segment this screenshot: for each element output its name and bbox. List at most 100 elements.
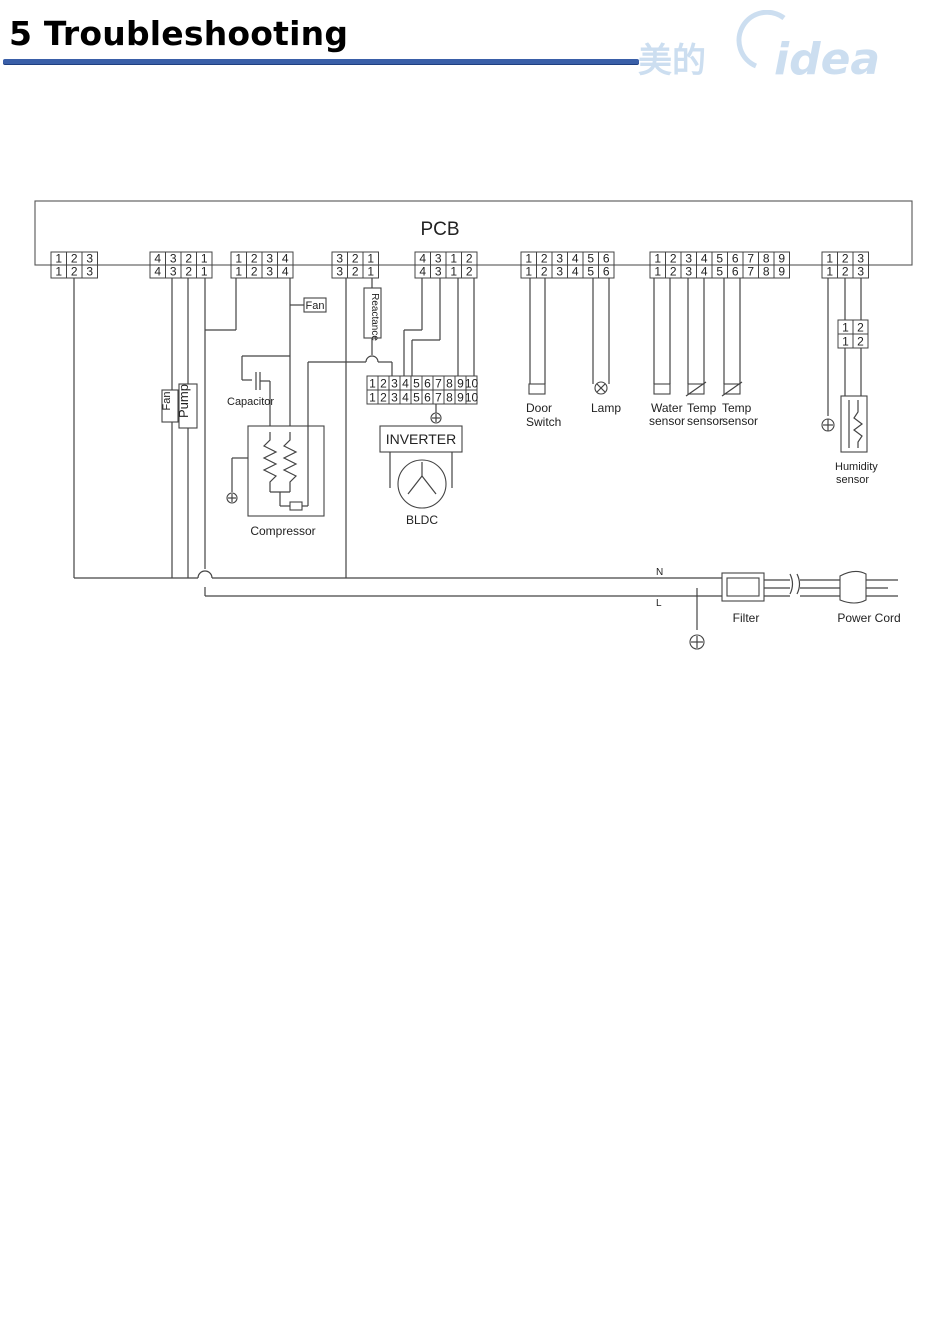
reactance-label: Reactance	[369, 293, 380, 341]
pcb-connector-3-pin: 3	[266, 252, 273, 266]
pcb-connector-2-pin: 3	[170, 265, 177, 279]
pcb-connector-3-pin: 4	[282, 265, 289, 279]
power-cord-label: Power Cord	[837, 611, 900, 625]
svg-text:美的: 美的	[638, 41, 706, 81]
header-rule	[3, 59, 639, 64]
pcb-connector-5-pin: 3	[435, 252, 442, 266]
pcb-connector-2-pin: 4	[154, 265, 161, 279]
humidity-label: Humidity	[835, 461, 878, 473]
inverter-terminal-pin: 6	[424, 377, 431, 391]
pcb-connector-2-pin: 3	[170, 252, 177, 266]
pcb-connector-6-pin: 3	[556, 252, 563, 266]
humidity-sensor-label: sensor	[836, 474, 869, 486]
midea-logo: 美的 idea	[638, 10, 880, 82]
pcb-connector-6-pin: 4	[572, 252, 579, 266]
pcb-connector-1-pin: 2	[71, 252, 78, 266]
pcb-connector-3-pin: 2	[251, 265, 258, 279]
pcb-connector-3-pin: 1	[235, 252, 242, 266]
fan-top-label: Fan	[306, 300, 325, 312]
pcb-connector-6-pin: 5	[587, 265, 594, 279]
pcb-connector-5-pin: 3	[435, 265, 442, 279]
pcb-connector-1-pin: 3	[86, 252, 93, 266]
inverter-terminal-pin: 8	[446, 391, 453, 405]
pcb-connector-8-pin: 2	[842, 252, 849, 266]
pcb-connector-6-pin: 1	[525, 265, 532, 279]
pcb-connector-6-pin: 2	[541, 252, 548, 266]
humidity-terminal-pin: 1	[842, 321, 849, 335]
pcb-connector-3-pin: 2	[251, 252, 258, 266]
inverter-terminal-pin: 7	[435, 391, 442, 405]
pcb-connector-2-pin: 1	[201, 265, 208, 279]
bldc-motor	[397, 459, 447, 509]
temp1-sensor-label: sensor	[687, 414, 723, 428]
pcb-connector-5-pin: 1	[450, 252, 457, 266]
inverter-terminal-pin: 7	[435, 377, 442, 391]
inverter-terminal-pin: 3	[391, 391, 398, 405]
inverter-terminal-pin: 5	[413, 391, 420, 405]
pcb-connector-6-pin: 1	[525, 252, 532, 266]
lamp-label: Lamp	[591, 401, 621, 415]
inverter-terminal-pin: 1	[369, 377, 376, 391]
inverter-terminal-pin: 9	[457, 391, 464, 405]
pcb-connector-4-pin: 1	[367, 252, 374, 266]
pcb-connector-6-pin: 6	[603, 265, 610, 279]
neutral-label: N	[656, 567, 663, 578]
pcb-connector-7-pin: 5	[716, 252, 723, 266]
pcb-connector-7-pin: 3	[685, 265, 692, 279]
inverter-box	[379, 425, 463, 453]
pcb-connector-2-pin: 1	[201, 252, 208, 266]
pump-box	[178, 383, 198, 429]
inverter-terminal-pin: 3	[391, 377, 398, 391]
pcb-connector-7-pin: 2	[670, 252, 677, 266]
pcb-connector-5-pin: 1	[450, 265, 457, 279]
switch-label: Switch	[526, 415, 561, 429]
pcb-connector-7-pin: 7	[747, 252, 754, 266]
inverter-terminal-pin: 9	[457, 377, 464, 391]
temp2-label: Temp	[722, 401, 752, 415]
pcb-connector-5-pin: 2	[466, 252, 473, 266]
pcb-connector-1-pin: 1	[55, 252, 62, 266]
pcb-connector-2-pin: 2	[185, 252, 192, 266]
pcb-connector-6-pin: 3	[556, 265, 563, 279]
pcb-connector-1-pin: 1	[55, 265, 62, 279]
pcb-label: PCB	[420, 219, 459, 240]
pcb-connector-1-pin: 2	[71, 265, 78, 279]
inverter-terminal-pin: 2	[380, 377, 387, 391]
water-label: Water	[651, 401, 683, 415]
pcb-connector-7-pin: 9	[778, 252, 785, 266]
inverter-terminal-pin: 4	[402, 377, 409, 391]
pcb-connector-7-pin: 5	[716, 265, 723, 279]
humidity-terminal-pin: 2	[857, 321, 864, 335]
temp1-label: Temp	[687, 401, 717, 415]
filter-label: Filter	[733, 611, 760, 625]
pcb-connector-7-pin: 9	[778, 265, 785, 279]
pcb-connector-7-pin: 1	[654, 252, 661, 266]
humidity-terminal-pin: 2	[857, 335, 864, 349]
pcb-connector-7-pin: 4	[701, 252, 708, 266]
power-plug	[839, 570, 867, 604]
pcb-connector-4-pin: 1	[367, 265, 374, 279]
pcb-connector-6-pin: 5	[587, 252, 594, 266]
pcb-connector-5-pin: 2	[466, 265, 473, 279]
door-label: Door	[526, 401, 552, 415]
pcb-connectors: 1122334433221111223344332211443311221122…	[50, 251, 869, 279]
pcb-connector-1-pin: 3	[86, 265, 93, 279]
inverter-terminal-pin: 8	[446, 377, 453, 391]
pcb-connector-7-pin: 1	[654, 265, 661, 279]
pcb-connector-3-pin: 4	[282, 252, 289, 266]
humidity-sensor-box	[840, 395, 868, 453]
pcb-connector-7-pin: 4	[701, 265, 708, 279]
compressor-label: Compressor	[250, 524, 315, 538]
humidity-terminal-pin: 1	[842, 335, 849, 349]
inverter-terminal-pin: 6	[424, 391, 431, 405]
fan-motor-box	[161, 389, 179, 423]
inverter-terminal-pin: 10	[465, 377, 479, 391]
pcb-connector-4-pin: 3	[336, 265, 343, 279]
pcb-connector-5-pin: 4	[419, 252, 426, 266]
inverter-terminal-pin: 10	[465, 391, 479, 405]
pcb-connector-6-pin: 4	[572, 265, 579, 279]
pcb-connector-7-pin: 3	[685, 252, 692, 266]
